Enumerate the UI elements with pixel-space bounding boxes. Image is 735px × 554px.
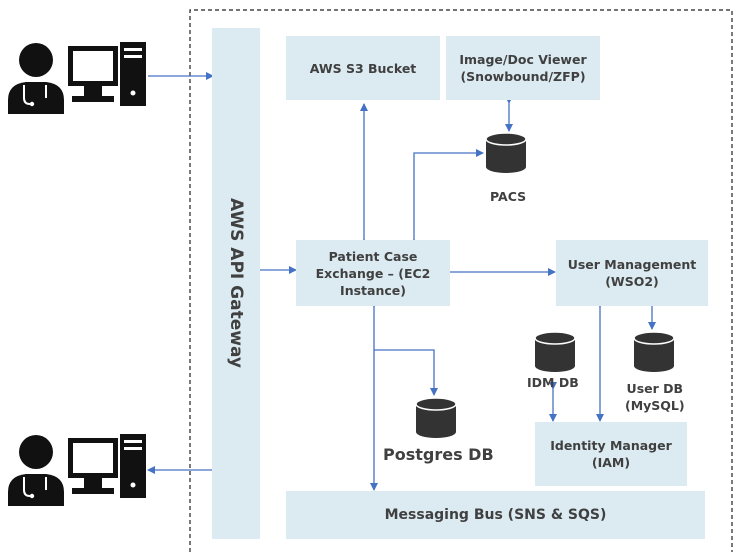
postgres-database-icon xyxy=(415,397,457,438)
pce-label-line1: Patient Case xyxy=(328,248,418,264)
doctor-at-computer-icon xyxy=(8,434,146,506)
user-database-icon xyxy=(633,331,675,372)
patient-case-exchange-box: Patient Case Exchange – (EC2 Instance) xyxy=(296,240,450,306)
messaging-bus-box: Messaging Bus (SNS & SQS) xyxy=(286,491,705,539)
arrow-pce-pacs xyxy=(410,149,484,246)
postgres-db-label: Postgres DB xyxy=(383,445,494,464)
api-gateway-box xyxy=(212,28,260,539)
image-viewer-box: Image/Doc Viewer (Snowbound/ZFP) xyxy=(446,36,600,100)
pacs-database-icon xyxy=(485,132,527,173)
iam-label-line1: Identity Manager xyxy=(550,438,672,453)
user-db-label-line1: User DB xyxy=(626,381,684,396)
viewer-label-line1: Image/Doc Viewer xyxy=(459,52,587,67)
idm-db-label: IDM DB xyxy=(527,375,579,390)
system-boundary xyxy=(189,9,733,552)
arrow-pce-postgres xyxy=(374,349,438,396)
pacs-label: PACS xyxy=(490,189,527,204)
doctor-at-computer-icon xyxy=(8,42,146,114)
pce-label-line3: Instance) xyxy=(340,282,406,298)
viewer-label-line2: (Snowbound/ZFP) xyxy=(460,69,586,84)
user-db-label: User DB (MySQL) xyxy=(625,380,685,414)
user-mgmt-label-line1: User Management xyxy=(567,257,697,272)
api-gateway-label: AWS API Gateway xyxy=(226,198,246,368)
user-management-box: User Management (WSO2) xyxy=(556,240,708,306)
s3-bucket-label: AWS S3 Bucket xyxy=(309,60,417,76)
s3-bucket-box: AWS S3 Bucket xyxy=(286,36,440,100)
user-db-label-line2: (MySQL) xyxy=(625,398,685,413)
user-mgmt-label-line2: (WSO2) xyxy=(605,274,659,289)
messaging-bus-label: Messaging Bus (SNS & SQS) xyxy=(384,506,607,523)
idm-database-icon xyxy=(534,331,576,372)
pce-label-line2: Exchange – (EC2 xyxy=(315,265,431,281)
iam-label-line2: (IAM) xyxy=(591,455,631,470)
identity-manager-box: Identity Manager (IAM) xyxy=(535,422,687,486)
